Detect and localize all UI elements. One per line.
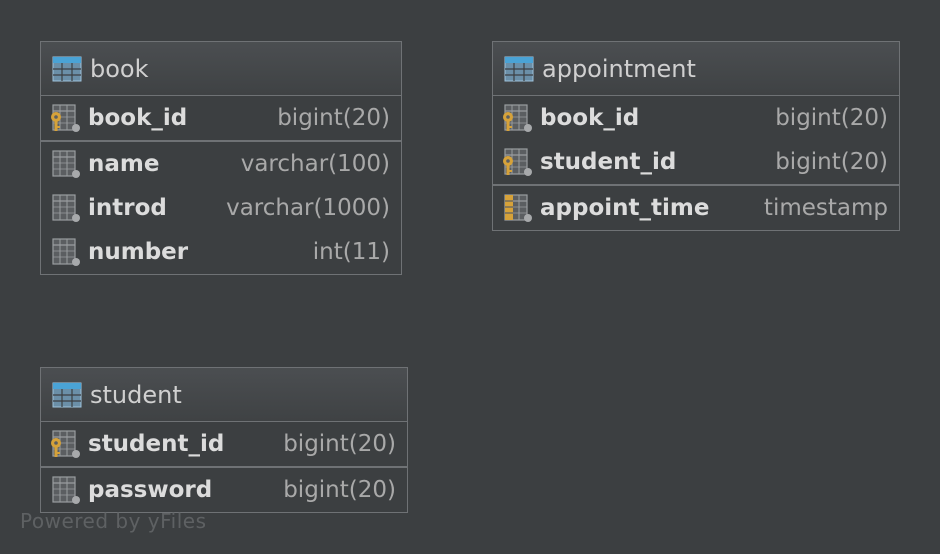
primary-key-column-icon bbox=[50, 429, 82, 459]
column-name: introd bbox=[88, 195, 167, 221]
table-title: student bbox=[90, 380, 182, 409]
column-type: bigint(20) bbox=[277, 105, 390, 131]
primary-key-column-icon bbox=[502, 147, 534, 177]
table-header: student bbox=[41, 368, 407, 422]
column-type: bigint(20) bbox=[775, 149, 888, 175]
primary-key-section: student_id bigint(20) bbox=[41, 422, 407, 468]
column-type: varchar(1000) bbox=[226, 195, 390, 221]
column-type: timestamp bbox=[763, 195, 888, 221]
table-icon bbox=[504, 56, 534, 82]
table-book[interactable]: book book_id bigint(20) name varchar(100… bbox=[40, 41, 402, 275]
primary-key-column-icon bbox=[50, 103, 82, 133]
column-name: password bbox=[88, 477, 213, 503]
column-row[interactable]: book_id bigint(20) bbox=[493, 96, 899, 140]
table-title: appointment bbox=[542, 54, 696, 83]
column-type: bigint(20) bbox=[283, 431, 396, 457]
column-type: int(11) bbox=[312, 239, 390, 265]
column-name: student_id bbox=[540, 149, 677, 175]
table-student[interactable]: student student_id bigint(20) password b… bbox=[40, 367, 408, 513]
column-row[interactable]: introd varchar(1000) bbox=[41, 186, 401, 230]
column-row[interactable]: number int(11) bbox=[41, 230, 401, 274]
table-header: book bbox=[41, 42, 401, 96]
column-name: student_id bbox=[88, 431, 225, 457]
column-type: bigint(20) bbox=[283, 477, 396, 503]
column-icon bbox=[50, 475, 82, 505]
column-row[interactable]: student_id bigint(20) bbox=[41, 422, 407, 466]
column-row[interactable]: password bigint(20) bbox=[41, 468, 407, 512]
column-type: bigint(20) bbox=[775, 105, 888, 131]
column-icon bbox=[50, 237, 82, 267]
timestamp-column-icon bbox=[502, 193, 534, 223]
columns-section: name varchar(100) introd varchar(1000) n… bbox=[41, 142, 401, 274]
primary-key-section: book_id bigint(20) student_id bigint(20) bbox=[493, 96, 899, 186]
table-icon bbox=[52, 382, 82, 408]
column-type: varchar(100) bbox=[240, 151, 390, 177]
column-name: name bbox=[88, 151, 160, 177]
table-title: book bbox=[90, 54, 149, 83]
column-name: book_id bbox=[540, 105, 640, 131]
column-icon bbox=[50, 193, 82, 223]
columns-section: appoint_time timestamp bbox=[493, 186, 899, 230]
table-icon bbox=[52, 56, 82, 82]
column-row[interactable]: appoint_time timestamp bbox=[493, 186, 899, 230]
column-name: appoint_time bbox=[540, 195, 710, 221]
primary-key-section: book_id bigint(20) bbox=[41, 96, 401, 142]
primary-key-column-icon bbox=[502, 103, 534, 133]
watermark: Powered by yFiles bbox=[20, 509, 207, 533]
columns-section: password bigint(20) bbox=[41, 468, 407, 512]
table-header: appointment bbox=[493, 42, 899, 96]
table-appointment[interactable]: appointment book_id bigint(20) student_i… bbox=[492, 41, 900, 231]
column-row[interactable]: name varchar(100) bbox=[41, 142, 401, 186]
column-icon bbox=[50, 149, 82, 179]
column-name: book_id bbox=[88, 105, 188, 131]
column-row[interactable]: student_id bigint(20) bbox=[493, 140, 899, 184]
column-row[interactable]: book_id bigint(20) bbox=[41, 96, 401, 140]
column-name: number bbox=[88, 239, 189, 265]
